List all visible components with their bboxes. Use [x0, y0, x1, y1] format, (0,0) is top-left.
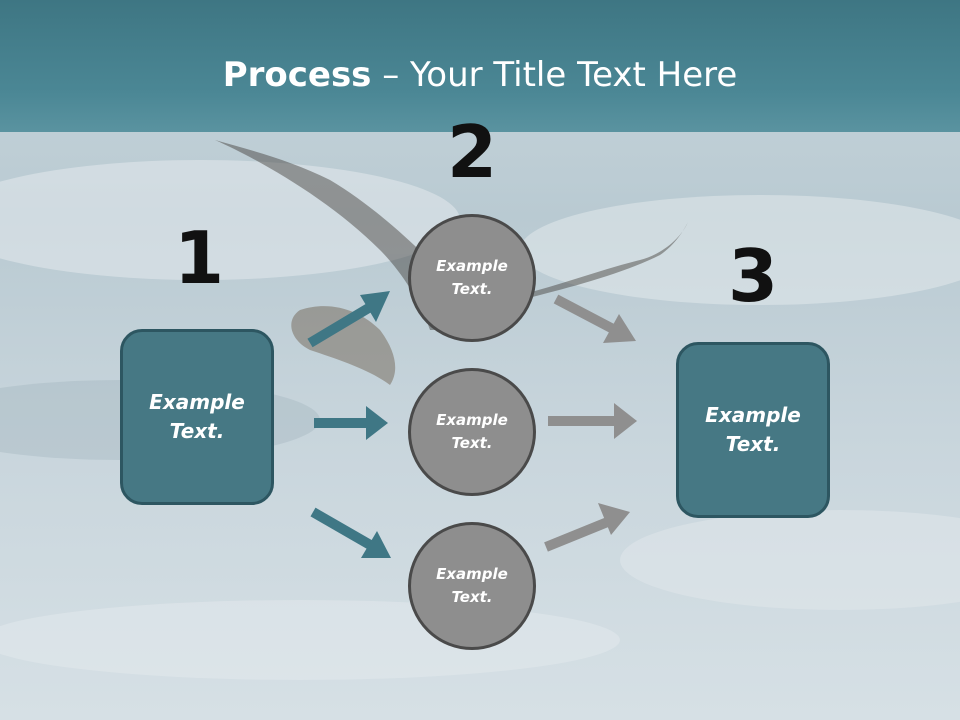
step-number-1: 1 — [173, 216, 225, 300]
title-strong: Process — [222, 55, 372, 95]
process-circle-2[interactable]: Example Text. — [408, 368, 536, 496]
process-box-1[interactable]: Example Text. — [120, 329, 274, 505]
process-box-1-label: Example Text. — [149, 390, 245, 443]
arrow-to-circle-3 — [310, 507, 391, 558]
arrow-to-circle-2 — [314, 406, 388, 440]
process-circle-3-label: Example Text. — [436, 565, 508, 606]
step-number-2: 2 — [446, 110, 498, 194]
process-circle-1-label: Example Text. — [436, 257, 508, 298]
process-box-3[interactable]: Example Text. — [676, 342, 830, 518]
arrow-from-circle-3 — [544, 503, 630, 552]
arrow-to-circle-1 — [307, 291, 390, 348]
process-circle-2-label: Example Text. — [436, 411, 508, 452]
arrow-from-circle-2 — [548, 403, 637, 439]
process-circle-3[interactable]: Example Text. — [408, 522, 536, 650]
process-circle-1[interactable]: Example Text. — [408, 214, 536, 342]
step-number-3: 3 — [727, 234, 779, 318]
slide-title: Process – Your Title Text Here — [0, 52, 960, 98]
title-rest: – Your Title Text Here — [371, 55, 738, 95]
arrow-from-circle-1 — [553, 294, 636, 343]
title-band — [0, 0, 960, 132]
process-box-3-label: Example Text. — [705, 403, 801, 456]
